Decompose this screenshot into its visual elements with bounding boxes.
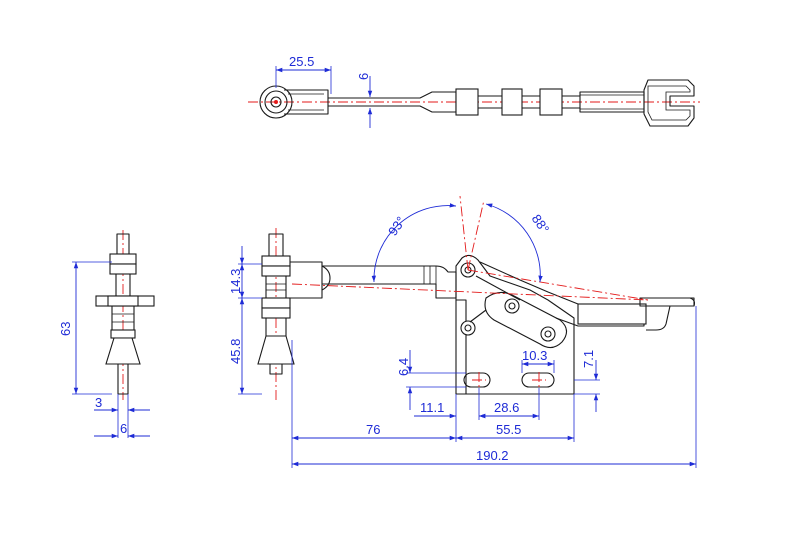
dim-spindle-offset: 14.3 bbox=[228, 269, 243, 294]
top-view: 25.5 6 bbox=[248, 54, 700, 128]
front-view bbox=[257, 195, 696, 400]
dim-overall-height: 63 bbox=[58, 322, 73, 336]
dim-angle-right: 88° bbox=[529, 211, 553, 236]
dim-top-thickness: 6 bbox=[356, 73, 371, 80]
dim-base-height: 45.8 bbox=[228, 339, 243, 364]
dim-base-length: 55.5 bbox=[496, 422, 521, 437]
dim-slot-edge: 7.1 bbox=[581, 350, 596, 368]
dim-hole-offset: 11.1 bbox=[420, 400, 444, 415]
dim-side-a: 3 bbox=[95, 395, 102, 410]
dim-side-b: 6 bbox=[120, 421, 127, 436]
dim-slot-length: 10.3 bbox=[522, 348, 547, 363]
dim-spindle-reach: 76 bbox=[366, 422, 380, 437]
side-view: 63 3 6 bbox=[58, 230, 155, 439]
dim-overall-length: 190.2 bbox=[476, 448, 509, 463]
dim-slot-width: 6.4 bbox=[396, 358, 411, 376]
dim-hole-spacing: 28.6 bbox=[494, 400, 519, 415]
dim-top-pivot-width: 25.5 bbox=[289, 54, 314, 69]
front-view-dimensions: 93° 88° 14.3 45.8 6.4 10.3 7.1 bbox=[228, 203, 697, 468]
